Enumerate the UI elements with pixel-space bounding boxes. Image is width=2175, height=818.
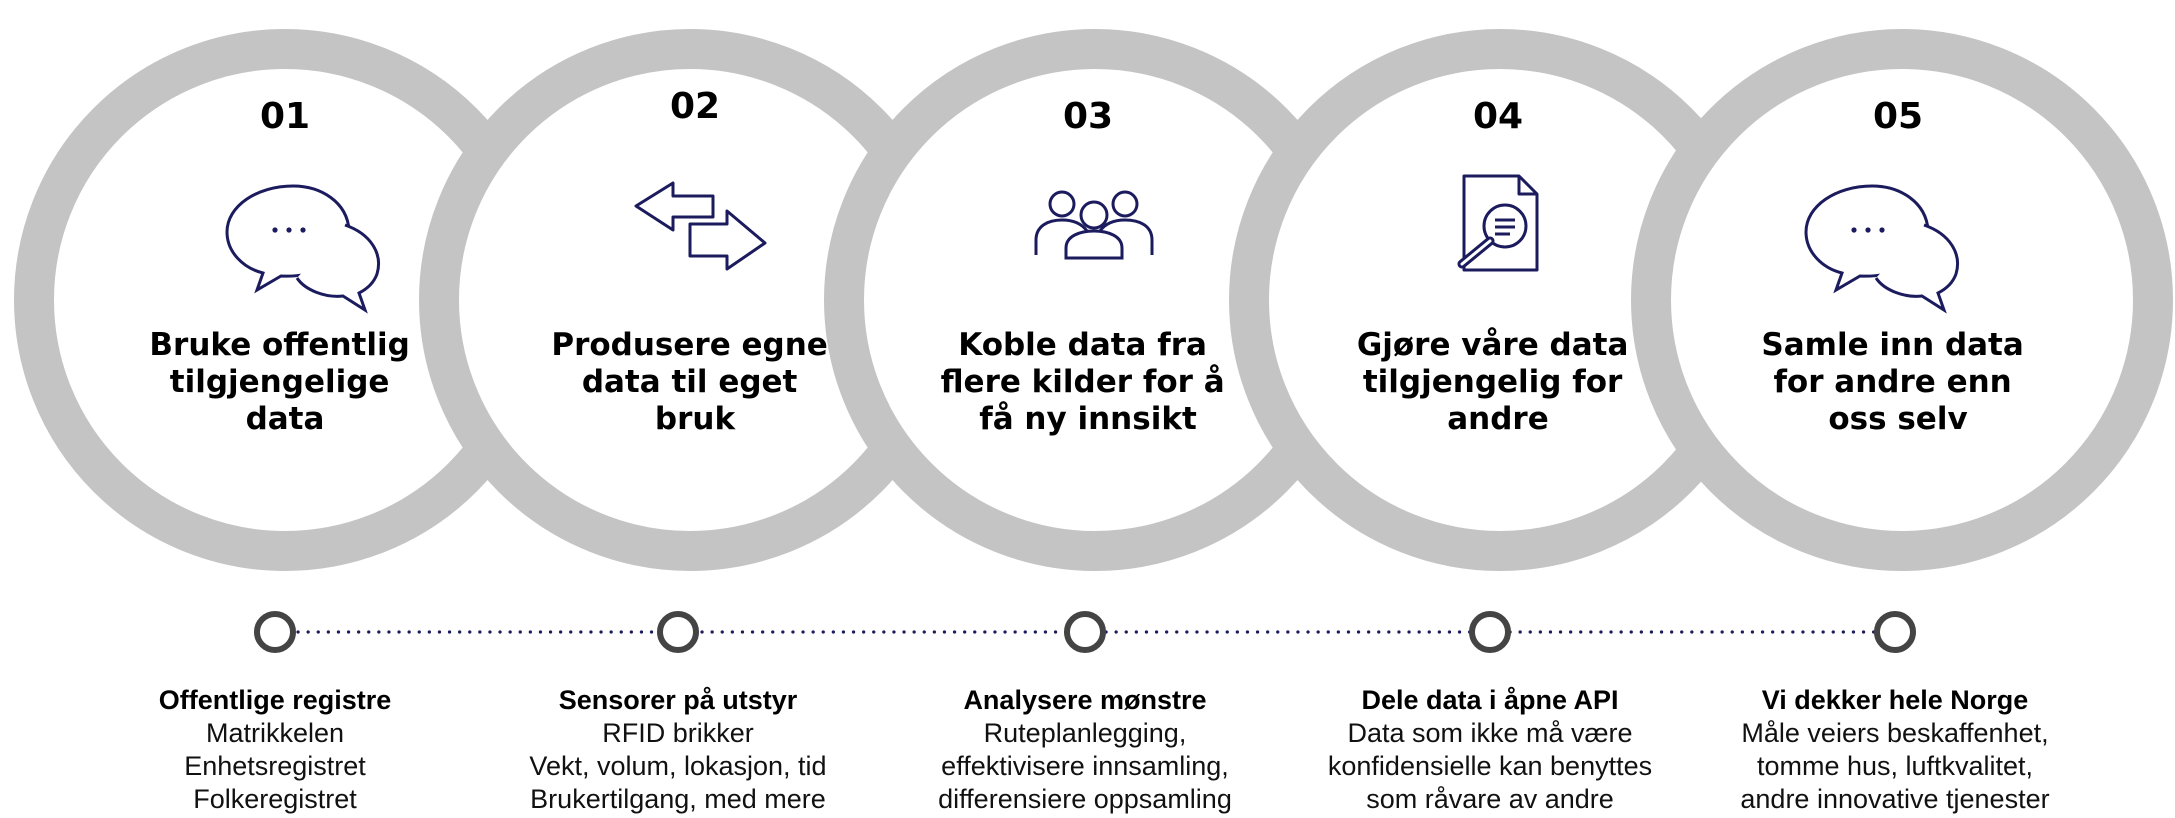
step-number-05: 05 (1873, 96, 1923, 137)
step-number-03: 03 (1063, 96, 1113, 137)
description-column-02: Sensorer på utstyr RFID brikker Vekt, vo… (478, 684, 878, 816)
column-heading: Analysere mønstre (963, 685, 1207, 715)
step-title-line: Produsere egne (551, 327, 827, 363)
column-heading: Sensorer på utstyr (558, 685, 798, 715)
timeline-node (1469, 611, 1511, 653)
column-line: effektivisere innsamling, (941, 751, 1229, 781)
exchange-arrows-icon (634, 181, 767, 271)
column-line: Enhetsregistret (184, 751, 366, 781)
column-line: som råvare av andre (1366, 784, 1614, 814)
column-heading: Vi dekker hele Norge (1761, 685, 2029, 715)
step-title-line: Samle inn data (1761, 327, 2023, 363)
column-heading: Dele data i åpne API (1361, 685, 1619, 715)
description-column-01: Offentlige registre Matrikkelen Enhetsre… (75, 684, 475, 816)
step-title-line: Bruke offentlig (149, 327, 409, 363)
column-line: Matrikkelen (205, 718, 345, 748)
column-line: Ruteplanlegging, (983, 718, 1187, 748)
timeline-node (657, 611, 699, 653)
column-line: Måle veiers beskaffenhet, (1741, 718, 2049, 748)
step-title-line: andre (1447, 401, 1549, 437)
step-title-line: bruk (655, 401, 737, 437)
step-number-01: 01 (260, 96, 310, 137)
step-title-03: Koble data fra flere kilder for å få ny … (941, 327, 1236, 437)
document-search-icon (1457, 174, 1539, 272)
step-number-02: 02 (670, 86, 720, 127)
column-line: differensiere oppsamling (938, 784, 1232, 814)
step-title-04: Gjøre våre data tilgjengelig for andre (1357, 327, 1639, 437)
timeline-node (1064, 611, 1106, 653)
column-line: konfidensielle kan benyttes (1327, 751, 1653, 781)
ring-05 (1631, 29, 2173, 571)
column-line: Brukertilgang, med mere (530, 784, 826, 814)
step-title-line: oss selv (1828, 401, 1967, 437)
column-line: RFID brikker (602, 718, 754, 748)
column-heading: Offentlige registre (158, 685, 392, 715)
step-title-line: Koble data fra (958, 327, 1207, 363)
step-title-line: for andre enn (1773, 364, 2011, 400)
step-title-line: data til eget (582, 364, 798, 400)
description-column-05: Vi dekker hele Norge Måle veiers beskaff… (1695, 684, 2095, 816)
column-line: tomme hus, luftkvalitet, (1756, 751, 2034, 781)
step-title-line: flere kilder for å (941, 364, 1225, 400)
step-title-01: Bruke offentlig tilgjengelige data (149, 327, 420, 437)
timeline-node (254, 611, 296, 653)
step-title-line: tilgjengelige (170, 364, 390, 400)
description-column-04: Dele data i åpne API Data som ikke må væ… (1290, 684, 1690, 816)
column-line: Folkeregistret (193, 784, 357, 814)
column-line: Data som ikke må være (1347, 718, 1633, 748)
step-title-line: data (246, 401, 325, 437)
step-title-02: Produsere egne data til eget bruk (551, 327, 838, 437)
timeline-node (1874, 611, 1916, 653)
step-title-line: Gjøre våre data (1357, 327, 1629, 363)
step-title-line: tilgjengelig for (1363, 364, 1623, 400)
description-column-03: Analysere mønstre Ruteplanlegging, effek… (885, 684, 1285, 816)
step-title-line: få ny innsikt (979, 401, 1197, 437)
column-line: andre innovative tjenester (1740, 784, 2050, 814)
column-line: Vekt, volum, lokasjon, tid (529, 751, 827, 781)
step-number-04: 04 (1473, 96, 1523, 137)
step-title-05: Samle inn data for andre enn oss selv (1761, 327, 2034, 437)
group-of-people-icon (1034, 190, 1154, 260)
